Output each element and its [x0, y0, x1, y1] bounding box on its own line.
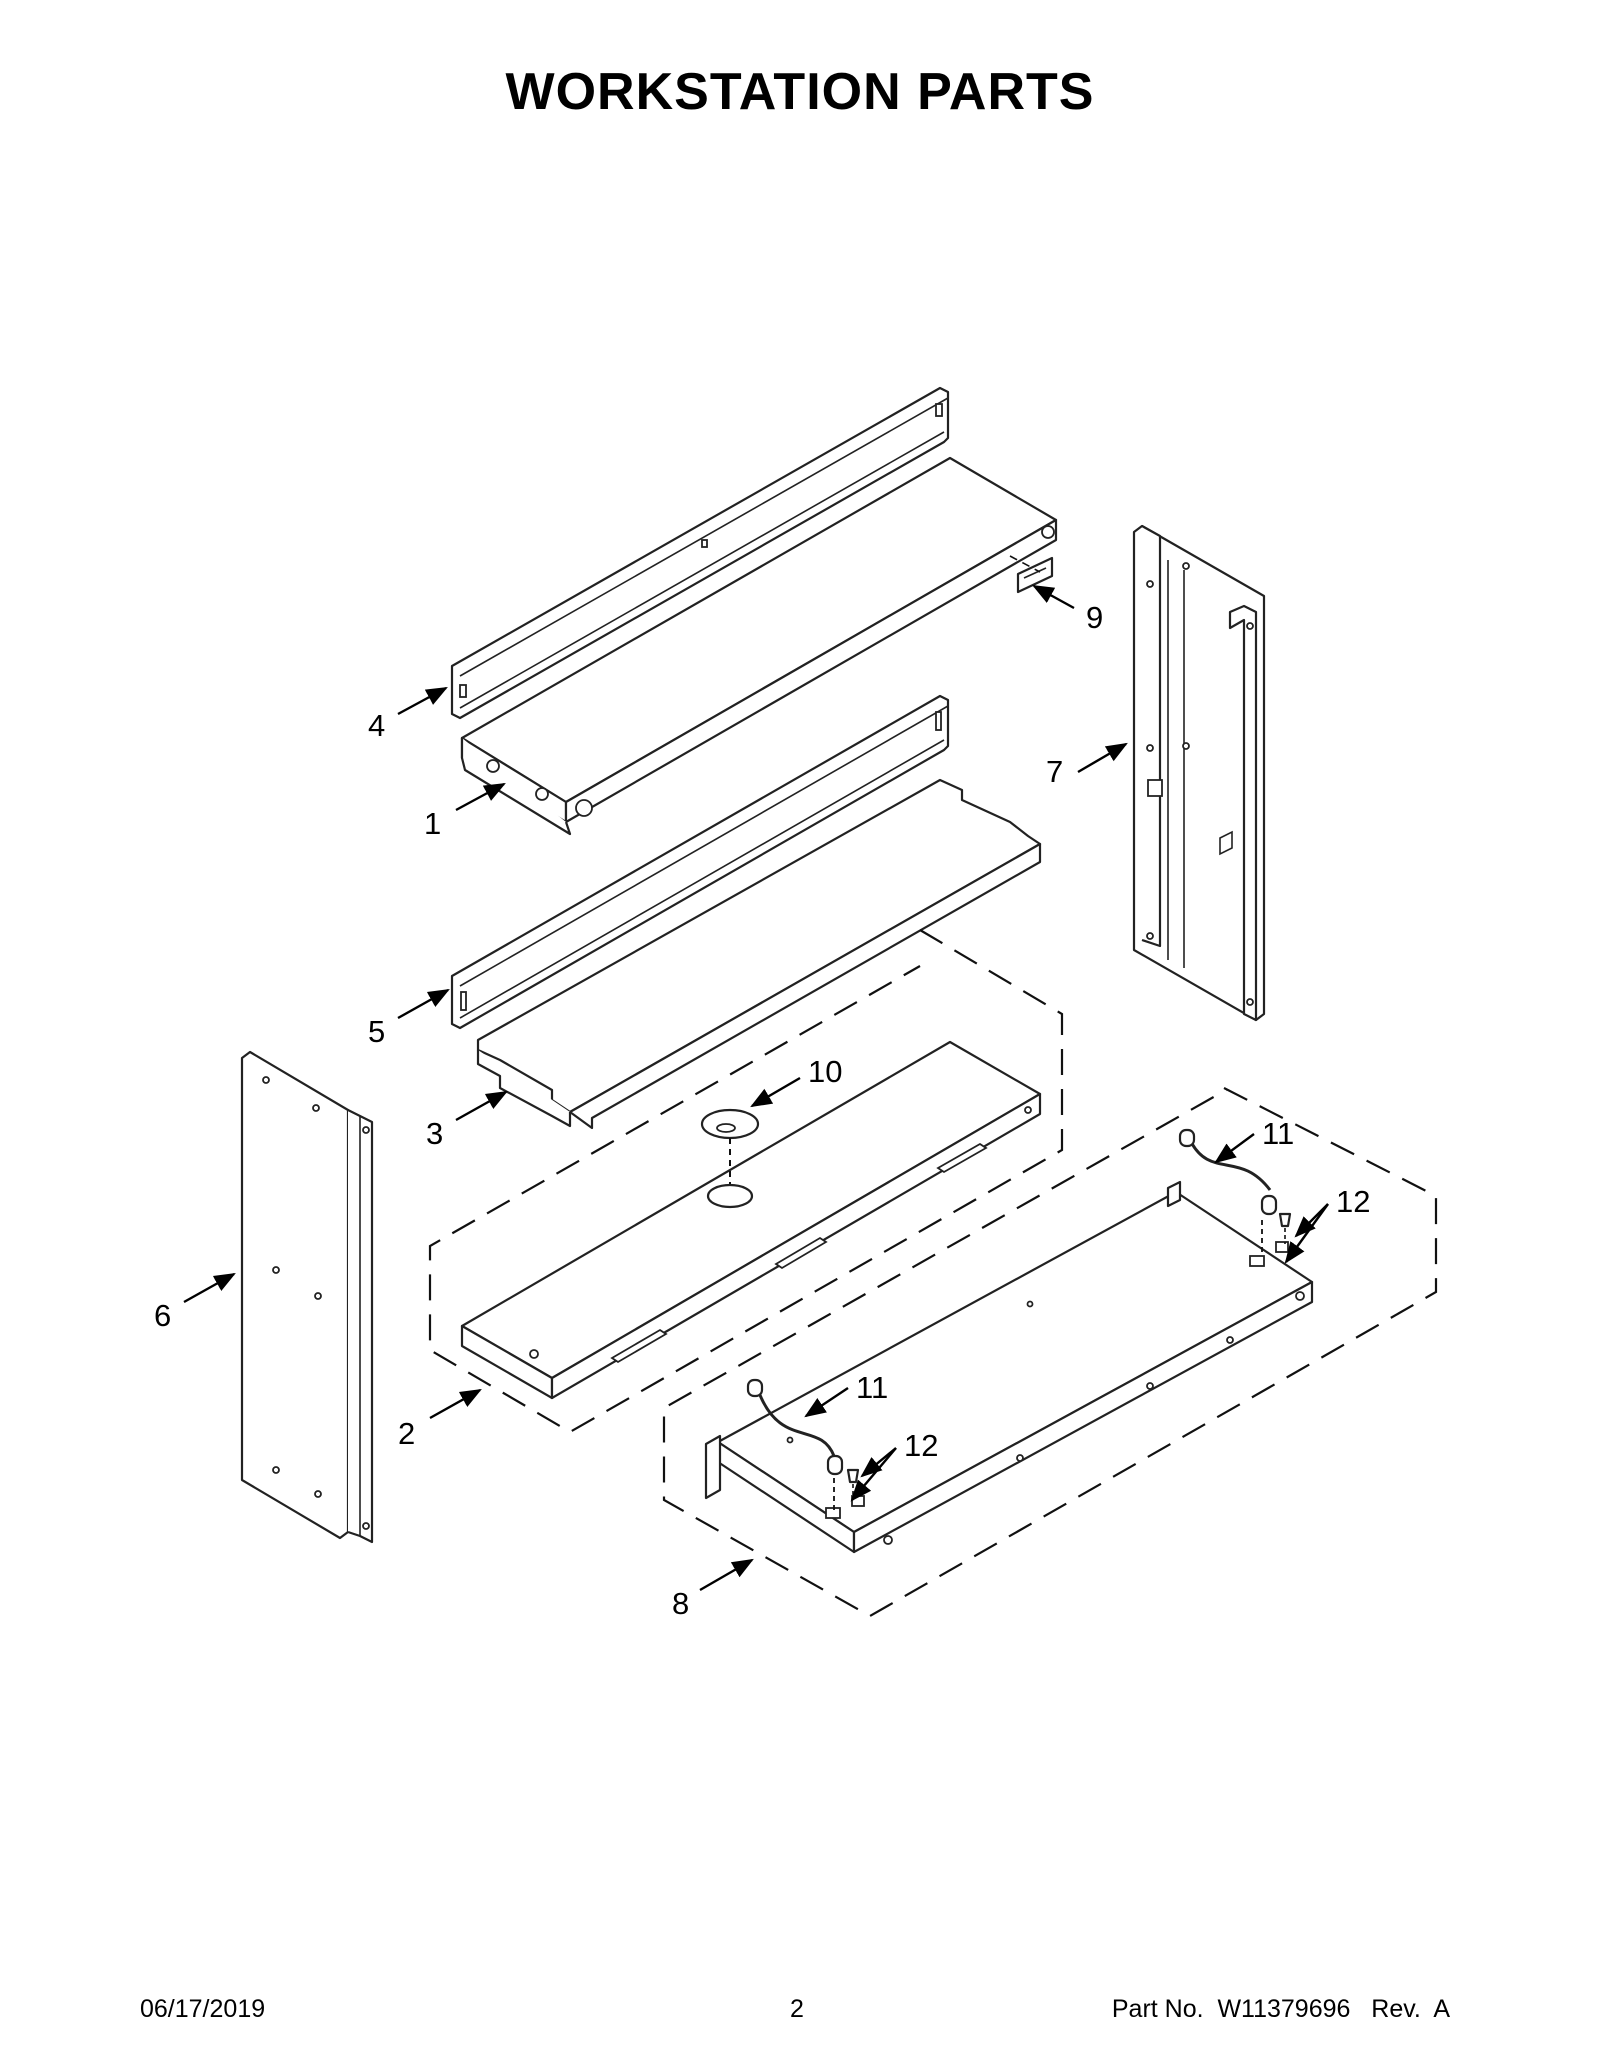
- callout-5: 5: [368, 1014, 385, 1049]
- part-4-rear-rail: [450, 386, 950, 720]
- part-3-lower-shelf: [476, 778, 1042, 1130]
- part-6-left-panel: [240, 1050, 374, 1544]
- callout-arrows: [183, 584, 1329, 1592]
- callout-8: 8: [672, 1586, 689, 1621]
- callout-12-upper: 12: [1336, 1184, 1370, 1219]
- part-11-cables: [746, 1128, 1278, 1510]
- callout-1: 1: [424, 806, 441, 841]
- callout-12-lower: 12: [904, 1428, 938, 1463]
- callout-11-lower: 11: [856, 1370, 888, 1405]
- callout-4: 4: [368, 708, 385, 743]
- part-1-top-shelf: [460, 456, 1058, 836]
- callout-10: 10: [808, 1054, 842, 1089]
- page-title: WORKSTATION PARTS: [505, 63, 1095, 121]
- part-9-badge: [1009, 555, 1054, 594]
- footer-part-number: Part No. W11379696 Rev. A: [1111, 1995, 1450, 2023]
- part-8-base: [704, 1180, 1314, 1554]
- part-5-middle-rail: [450, 694, 950, 1030]
- callout-3: 3: [426, 1116, 443, 1151]
- callout-7: 7: [1046, 754, 1063, 789]
- footer-page-number: 2: [790, 1995, 804, 2023]
- part-10-grommet: [700, 1108, 760, 1209]
- footer-date: 06/17/2019: [140, 1995, 266, 2023]
- part-7-right-panel: [1132, 524, 1266, 1022]
- part-2-work-surface: [460, 1040, 1042, 1400]
- part-2-assembly-outline: [428, 929, 1064, 1434]
- callout-9: 9: [1086, 600, 1103, 635]
- callout-2: 2: [398, 1416, 415, 1451]
- callout-6: 6: [154, 1298, 171, 1333]
- callout-11-upper: 11: [1262, 1116, 1294, 1151]
